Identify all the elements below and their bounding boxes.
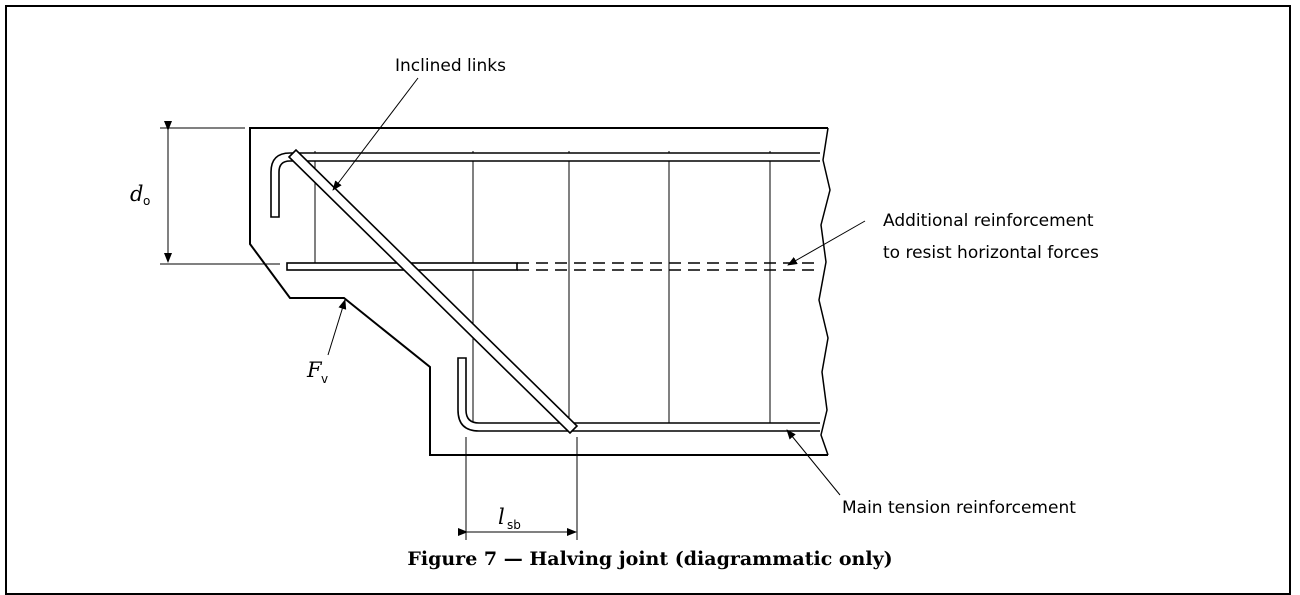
additional-reinforcement-leader <box>787 220 866 266</box>
lsb-dimension <box>458 437 578 540</box>
d-symbol: d <box>130 182 143 206</box>
additional-reinforcement-label-line2: to resist horizontal forces <box>883 243 1099 263</box>
d-subscript: o <box>143 194 150 208</box>
additional-reinforcement-label-line1: Additional reinforcement <box>883 211 1094 231</box>
main-tension-bar <box>457 357 820 432</box>
d-dimension <box>160 121 280 265</box>
l-subscript: sb <box>507 518 521 532</box>
inclined-links-label: Inclined links <box>395 56 506 76</box>
main-tension-label: Main tension reinforcement <box>842 498 1076 518</box>
vertical-links <box>314 151 771 430</box>
fv-arrow <box>327 299 347 356</box>
f-symbol: F <box>306 358 323 382</box>
inclined-link <box>287 148 579 435</box>
figure-caption: Figure 7 — Halving joint (diagrammatic o… <box>407 548 893 570</box>
concrete-outline <box>249 127 828 456</box>
inclined-links-leader <box>332 77 419 191</box>
l-symbol: l <box>498 505 505 529</box>
additional-bar-dashed <box>517 262 820 271</box>
main-tension-leader <box>786 429 841 496</box>
top-reinforcement-bar <box>270 152 820 218</box>
break-line <box>818 127 831 456</box>
f-subscript: v <box>321 372 328 386</box>
